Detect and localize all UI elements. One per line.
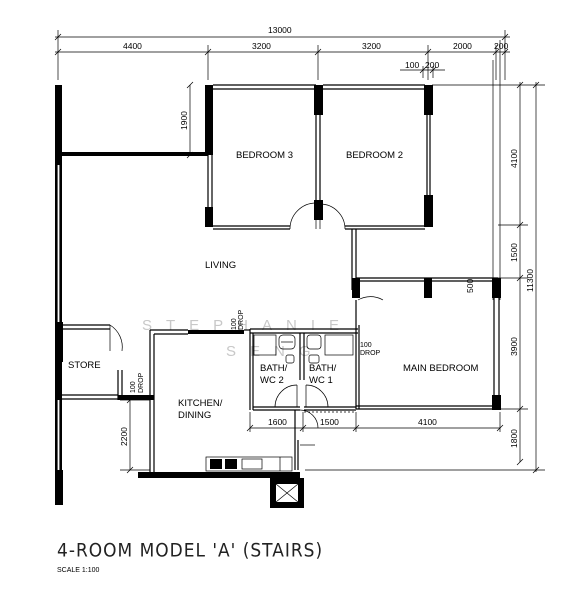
label-kitchen-1: KITCHEN/ xyxy=(178,398,223,409)
label-living: LIVING xyxy=(205,260,236,271)
dim-top-3200a: 3200 xyxy=(252,41,271,51)
label-bath2-2: WC 2 xyxy=(260,375,284,386)
drop-kitchen-value: 100 xyxy=(231,318,238,330)
dim-right-3900: 3900 xyxy=(509,337,519,356)
dim-top-3200b: 3200 xyxy=(362,41,381,51)
dim-top-total: 13000 xyxy=(268,25,292,35)
dim-top-100: 100 xyxy=(405,60,419,70)
dim-bottom-1500: 1500 xyxy=(320,417,339,427)
fixtures xyxy=(205,334,354,508)
dim-bottom-4100: 4100 xyxy=(418,417,437,427)
dim-top-200: 200 xyxy=(494,41,508,51)
plan-scale: SCALE 1:100 xyxy=(57,567,100,574)
label-bath1-1: BATH/ xyxy=(309,363,337,374)
label-kitchen-2: DINING xyxy=(178,410,211,421)
label-main-bedroom: MAIN BEDROOM xyxy=(403,363,479,374)
drop-store-value: 100 xyxy=(130,381,137,393)
doors xyxy=(109,202,384,446)
plan-title: 4-ROOM MODEL 'A' (STAIRS) xyxy=(57,540,324,562)
drop-store-label: DROP xyxy=(138,372,145,393)
dim-top-4400: 4400 xyxy=(123,41,142,51)
dim-left-1900: 1900 xyxy=(179,111,189,130)
dim-right-total: 11300 xyxy=(525,269,535,292)
watermark-line2: SENG xyxy=(226,343,325,360)
label-bedroom-2: BEDROOM 2 xyxy=(346,150,403,161)
label-store: STORE xyxy=(68,360,101,371)
right-dimension-lines xyxy=(305,40,545,474)
top-dimension-lines xyxy=(54,30,510,80)
dim-500: 500 xyxy=(465,279,475,293)
dim-right-4100: 4100 xyxy=(509,149,519,168)
label-bath2-1: BATH/ xyxy=(260,363,288,374)
dim-bottom-1600: 1600 xyxy=(268,417,287,427)
label-bath1-2: WC 1 xyxy=(309,375,333,386)
label-bedroom-3: BEDROOM 3 xyxy=(236,150,293,161)
dim-right-1800: 1800 xyxy=(509,429,519,448)
drop-kitchen-label: DROP xyxy=(238,309,245,330)
walls xyxy=(55,84,501,505)
bottom-dimension-lines xyxy=(246,412,504,432)
drop-bath-value: 100 xyxy=(360,342,372,349)
watermark-line1: STEPHANIE xyxy=(142,317,353,334)
dim-right-1500: 1500 xyxy=(509,243,519,262)
dim-top-200-small: 200 xyxy=(425,60,439,70)
dim-left-2200: 2200 xyxy=(119,427,129,446)
drop-bath-label: DROP xyxy=(360,350,381,357)
dim-top-2000: 2000 xyxy=(453,41,472,51)
